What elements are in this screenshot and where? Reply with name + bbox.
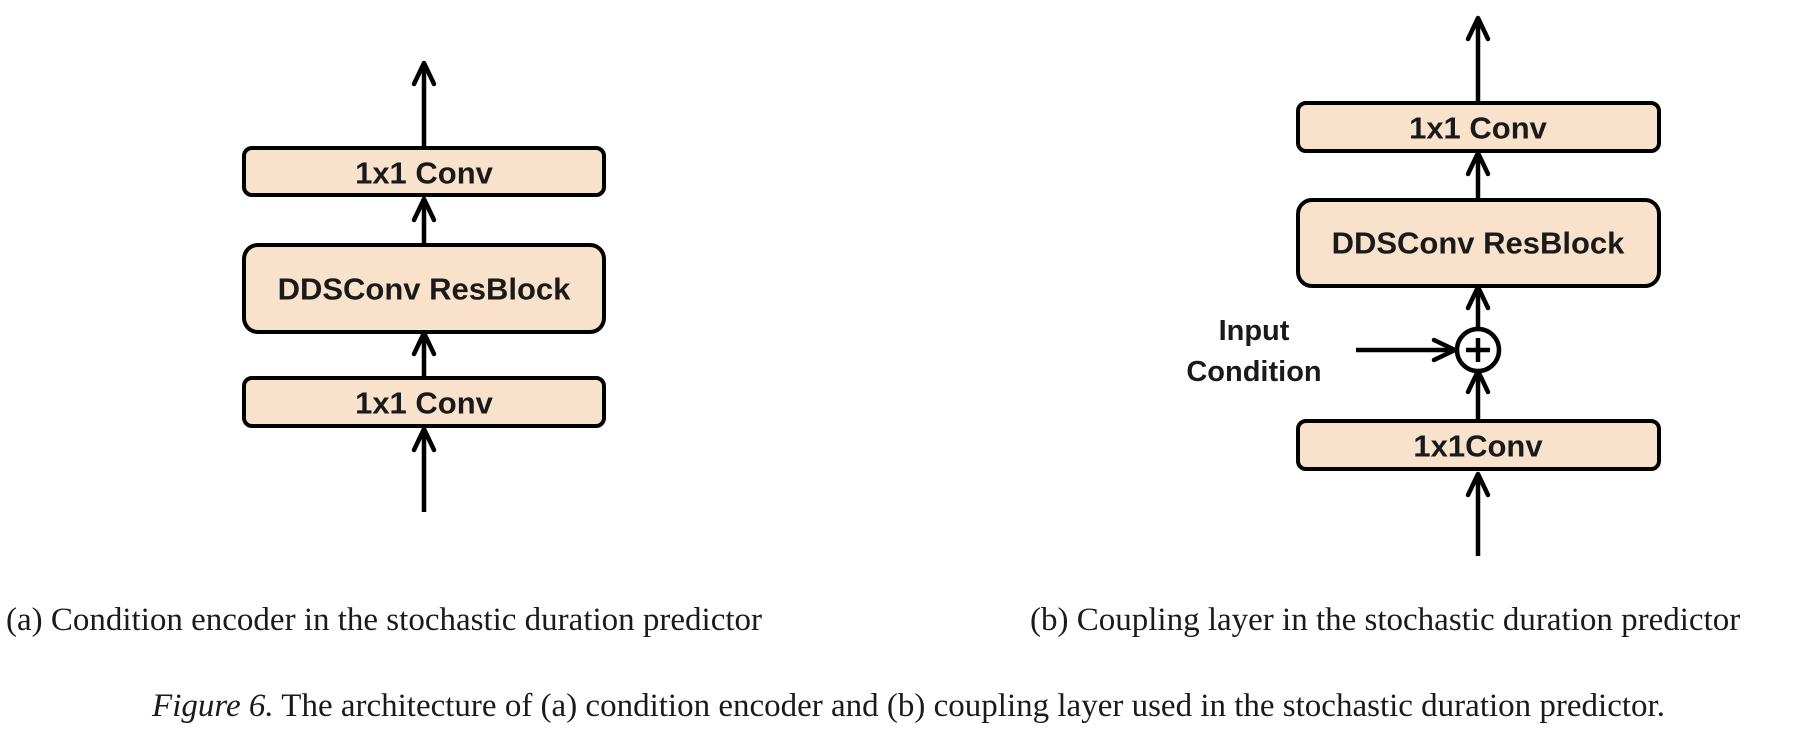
panel-a-output-arrowhead (411, 60, 437, 87)
panel-a-top-conv-label: 1x1 Conv (355, 156, 494, 191)
panel-a-resblock: DDSConv ResBlock (242, 243, 606, 334)
panel-a-top-conv-block: 1x1 Conv (242, 146, 606, 197)
input-condition-label-line2: Condition (1186, 356, 1321, 388)
panel-b-bottom-conv-block: 1x1Conv (1296, 419, 1661, 471)
figure-caption-text: The architecture of (a) condition encode… (273, 688, 1665, 724)
input-condition-label-line1: Input (1219, 315, 1290, 347)
panel-b-top-conv-label: 1x1 Conv (1409, 111, 1548, 146)
panel-a: 1x1 Conv DDSConv ResBlock 1x1 Conv (242, 60, 606, 512)
panel-b-resblock: DDSConv ResBlock (1296, 198, 1661, 288)
panel-b-top-conv-block: 1x1 Conv (1296, 101, 1661, 153)
panel-b-input-arrowhead (1465, 471, 1491, 498)
sum-node (1454, 326, 1502, 374)
panel-a-caption: (a) Condition encoder in the stochastic … (6, 602, 763, 638)
panel-b-caption: (b) Coupling layer in the stochastic dur… (1030, 602, 1741, 638)
figure-caption-label: Figure 6. (152, 688, 274, 724)
panel-a-arrowhead-resblock-to-conv (411, 196, 437, 223)
panel-a-input-arrowhead (411, 426, 437, 453)
panel-b-bottom-conv-label: 1x1Conv (1413, 429, 1543, 464)
panel-b-output-arrowhead (1465, 15, 1491, 42)
panel-a-bottom-conv-label: 1x1 Conv (355, 386, 494, 421)
figure-caption: Figure 6. The architecture of (a) condit… (0, 688, 1817, 725)
panel-a-bottom-conv-block: 1x1 Conv (242, 376, 606, 428)
panel-b: Input Condition 1x1 Conv DDSConv ResBloc… (1186, 15, 1661, 556)
panel-b-resblock-label: DDSConv ResBlock (1332, 226, 1626, 261)
panel-a-resblock-label: DDSConv ResBlock (278, 272, 572, 307)
